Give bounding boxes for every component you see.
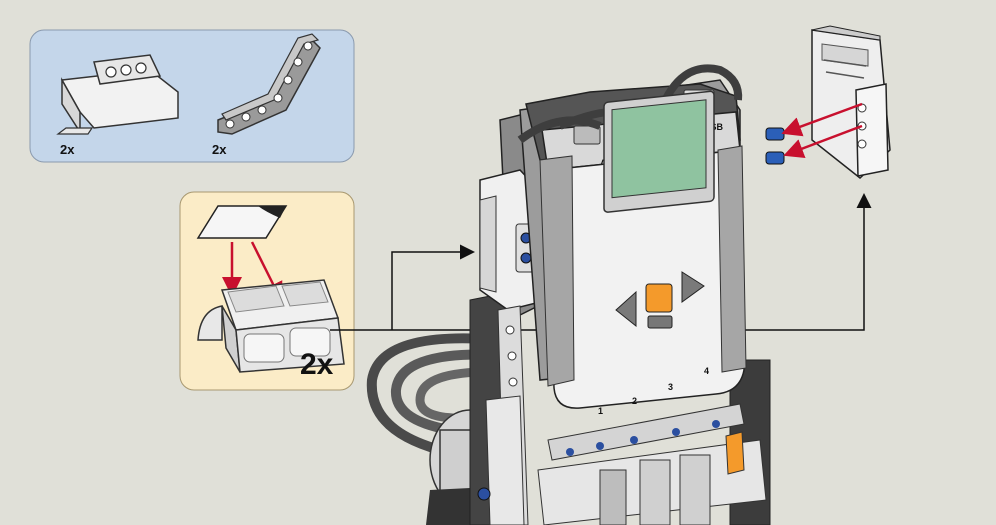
red-arrow-icon (783, 124, 863, 159)
port-label-3: 3 (668, 382, 673, 392)
port-label-4: 4 (704, 366, 709, 376)
port-label-1: 1 (598, 406, 603, 416)
brick-screen (611, 99, 707, 199)
blue-pin-icon (765, 151, 785, 165)
bent-beam-icon (217, 33, 321, 135)
sticker-icon (196, 205, 288, 239)
sticker-step-box: 2x (179, 191, 355, 391)
panel-count: 2x (60, 142, 75, 157)
cancel-button-icon (647, 315, 673, 329)
panel-icon (56, 54, 179, 135)
port-label-2: 2 (632, 396, 637, 406)
robot-model: A B C USB 1 2 3 4 (366, 64, 771, 525)
right-arrow-button-icon (681, 271, 705, 303)
blue-pin-icon (765, 127, 785, 141)
red-arrow-icon (781, 102, 863, 137)
panel-with-sticker-icon (197, 279, 345, 373)
bent-beam-count: 2x (212, 142, 227, 157)
sticker-count: 2x (300, 348, 334, 381)
callout-arrow-icon (391, 244, 475, 330)
side-panel-attachment (765, 25, 891, 179)
left-arrow-button-icon (615, 290, 637, 328)
parts-list-box: 2x 2x (29, 29, 355, 163)
orange-button-icon (645, 283, 673, 313)
